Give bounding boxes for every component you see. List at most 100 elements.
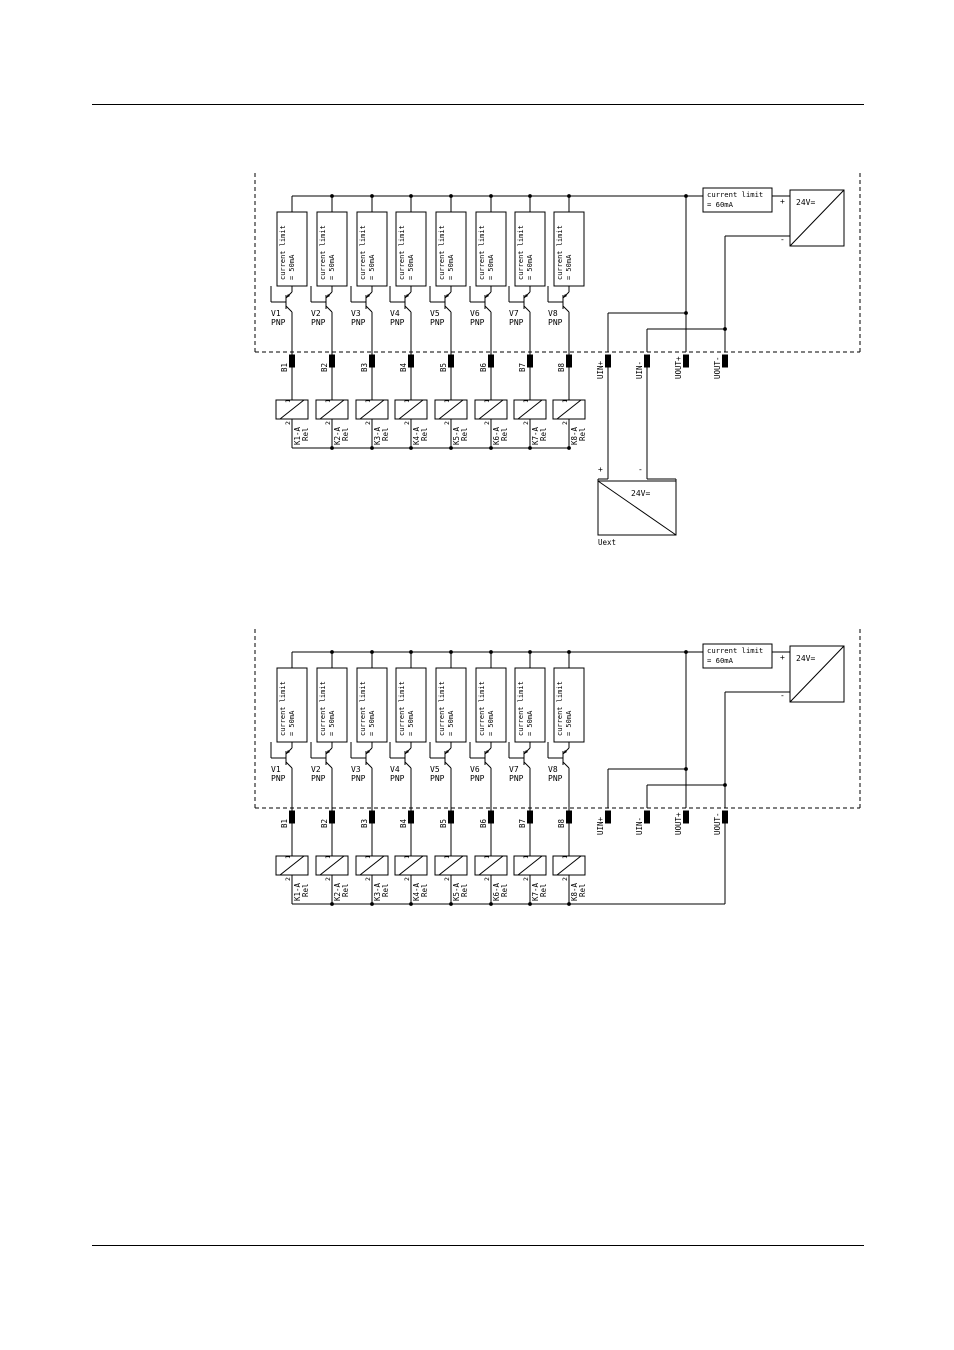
- relay-pin-1: 1: [324, 399, 332, 403]
- relay-label: K5-A: [452, 426, 461, 445]
- relay-pin-1: 1: [483, 855, 491, 859]
- transistor-arrow: [563, 750, 567, 754]
- output-terminal: [448, 810, 454, 824]
- transistor-label: V2: [311, 309, 321, 318]
- internal-supply-plus: +: [780, 653, 785, 662]
- transistor-label: V8: [548, 765, 558, 774]
- supply-terminal-label: UOUT+: [674, 356, 683, 379]
- channel-limit-text-2: = 50mA: [407, 254, 415, 280]
- transistor-type: PNP: [351, 318, 366, 327]
- main-current-limit-box: [702, 643, 773, 669]
- output-terminal: [369, 810, 375, 824]
- output-terminal: [448, 354, 454, 368]
- transistor-label: V6: [470, 309, 480, 318]
- transistor-label: V7: [509, 309, 519, 318]
- relay-pin-1: 1: [443, 399, 451, 403]
- channel-limit-text-1: current limit: [319, 681, 327, 736]
- supply-terminal-label: UOUT+: [674, 812, 683, 835]
- transistor-type: PNP: [470, 318, 485, 327]
- relay-pin-2: 2: [403, 877, 411, 881]
- relay-coil-diagonal: [359, 855, 385, 876]
- channel-limit-text-1: current limit: [478, 681, 486, 736]
- relay-label: K3-A: [373, 882, 382, 901]
- internal-supply-diagonal: [789, 189, 845, 247]
- internal-supply-minus: -: [780, 691, 785, 700]
- header-rule: [92, 104, 864, 105]
- supply-terminal-label: UOUT-: [713, 812, 722, 835]
- relay-type: Rel: [539, 427, 548, 441]
- relay-label: K5-A: [452, 882, 461, 901]
- transistor-collector: [444, 761, 452, 769]
- transistor-arrow: [563, 294, 567, 298]
- transistor-type: PNP: [509, 318, 524, 327]
- output-terminal: [527, 810, 533, 824]
- relay-coil-diagonal: [517, 399, 543, 420]
- supply-terminal-label: UIN-: [635, 817, 644, 835]
- supply-terminal-2: [644, 354, 650, 368]
- channel-limit-text-2: = 50mA: [447, 710, 455, 736]
- relay-pin-1: 1: [483, 399, 491, 403]
- internal-supply-label: 24V=: [796, 654, 815, 663]
- output-terminal: [408, 354, 414, 368]
- transistor-type: PNP: [390, 774, 405, 783]
- channel-limit-text-1: current limit: [438, 225, 446, 280]
- relay-pin-1: 1: [324, 855, 332, 859]
- channel-current-limit-box: [553, 667, 585, 743]
- output-terminal: [488, 354, 494, 368]
- channel-current-limit-box: [514, 211, 546, 287]
- supply-terminal-1: [605, 354, 611, 368]
- transistor-collector: [325, 761, 333, 769]
- supply-terminal-label: UIN+: [596, 360, 605, 379]
- junction-dot: [684, 650, 688, 654]
- channel-limit-text-2: = 50mA: [487, 710, 495, 736]
- relay-pin-2: 2: [284, 421, 292, 425]
- transistor-arrow: [485, 750, 489, 754]
- relay-pin-1: 1: [561, 399, 569, 403]
- relay-label: K4-A: [412, 426, 421, 445]
- transistor-arrow: [485, 294, 489, 298]
- relay-label: K4-A: [412, 882, 421, 901]
- relay-pin-2: 2: [403, 421, 411, 425]
- channel-current-limit-box: [356, 667, 388, 743]
- channel-current-limit-box: [475, 211, 507, 287]
- relay-type: Rel: [301, 427, 310, 441]
- channel-limit-text-2: = 50mA: [288, 710, 296, 736]
- channel-current-limit-box: [395, 667, 427, 743]
- transistor-type: PNP: [470, 774, 485, 783]
- relay-type: Rel: [578, 427, 587, 441]
- channel-limit-text-2: = 50mA: [328, 254, 336, 280]
- relay-coil-diagonal: [319, 855, 345, 876]
- main-limit-text-2: = 60mA: [707, 200, 734, 209]
- relay-coil-diagonal: [359, 399, 385, 420]
- transistor-label: V1: [271, 765, 281, 774]
- relay-pin-2: 2: [561, 421, 569, 425]
- channel-limit-text-1: current limit: [517, 681, 525, 736]
- channel-limit-text-2: = 50mA: [288, 254, 296, 280]
- external-supply-minus: -: [638, 465, 643, 474]
- channel-current-limit-box: [356, 211, 388, 287]
- relay-pin-1: 1: [522, 399, 530, 403]
- relay-label: K6-A: [492, 426, 501, 445]
- relay-label: K3-A: [373, 426, 382, 445]
- relay-type: Rel: [341, 427, 350, 441]
- supply-terminal-label: UIN+: [596, 816, 605, 835]
- relay-pin-2: 2: [364, 877, 372, 881]
- transistor-arrow: [405, 294, 409, 298]
- transistor-collector: [404, 761, 412, 769]
- channel-limit-text-1: current limit: [279, 225, 287, 280]
- relay-coil-diagonal: [556, 855, 582, 876]
- channel-limit-text-1: current limit: [478, 225, 486, 280]
- channel-limit-text-2: = 50mA: [565, 710, 573, 736]
- transistor-type: PNP: [548, 774, 563, 783]
- relay-type: Rel: [460, 883, 469, 897]
- output-terminal: [329, 354, 335, 368]
- transistor-label: V5: [430, 765, 440, 774]
- relay-pin-2: 2: [443, 877, 451, 881]
- junction-dot: [723, 783, 727, 787]
- supply-terminal-3: [683, 810, 689, 824]
